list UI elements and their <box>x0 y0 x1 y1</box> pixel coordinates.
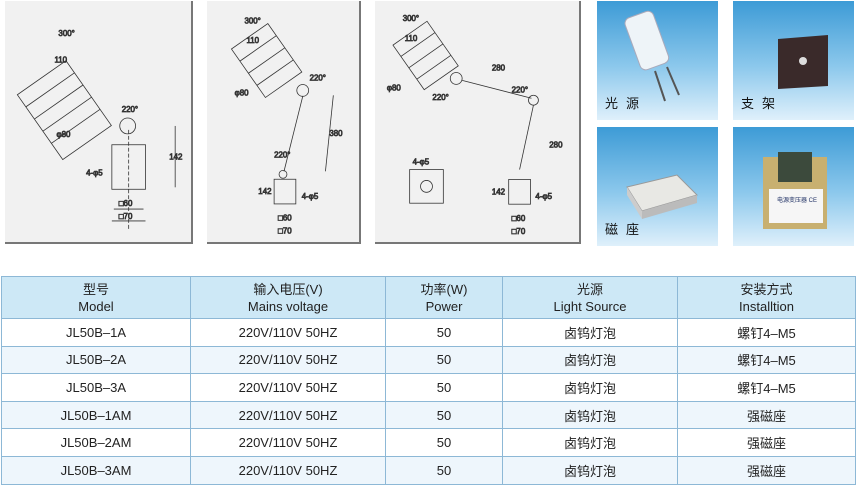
photo-transformer: 电源变压器 CE <box>733 127 854 246</box>
table-cell: 220V/110V 50HZ <box>190 318 386 347</box>
dim-label: □60 <box>278 214 292 223</box>
header-en: Power <box>425 298 463 314</box>
header-cn: 输入电压(V) <box>253 281 323 297</box>
drawing-jl50b-3a: 300° 110 φ80 280 220° 220° 280 142 4-φ5 … <box>375 1 581 244</box>
table-cell: 卤钨灯泡 <box>502 400 678 430</box>
dim-label: □60 <box>119 199 133 208</box>
column-header: 输入电压(V)Mains voltage <box>190 276 386 319</box>
dim-label: 4-φ5 <box>535 192 552 201</box>
dim-label: 110 <box>54 56 67 65</box>
dim-label: □70 <box>512 227 526 236</box>
photo-light-source: 光源 <box>597 1 718 120</box>
header-cn: 光源 <box>576 281 603 297</box>
table-cell: 强磁座 <box>677 400 856 430</box>
drawing-jl50b-1a: 300° 110 φ80 220° 142 4-φ5 □60 □70 <box>5 1 193 244</box>
dim-label: 4-φ5 <box>302 192 319 201</box>
table-cell: 卤钨灯泡 <box>502 455 678 485</box>
dim-label: 280 <box>549 141 563 150</box>
table-cell: 50 <box>385 318 503 347</box>
dim-label: 142 <box>169 153 182 162</box>
table-cell: 220V/110V 50HZ <box>190 455 386 485</box>
header-cn: 功率(W) <box>420 281 468 297</box>
table-cell: 50 <box>385 455 503 485</box>
transformer-icon <box>763 152 827 229</box>
table-cell: JL50B–3A <box>1 373 191 402</box>
table-cell: JL50B–3AM <box>1 455 191 485</box>
dim-label: 220° <box>432 93 448 102</box>
table-cell: 卤钨灯泡 <box>502 318 678 347</box>
transformer-label: 电源变压器 CE <box>777 198 818 204</box>
dim-label: 110 <box>405 34 418 43</box>
dim-label: φ80 <box>56 130 71 139</box>
table-cell: 220V/110V 50HZ <box>190 400 386 430</box>
table-cell: 螺钉4–M5 <box>677 373 856 402</box>
header-en: Model <box>78 298 114 314</box>
dim-label: □60 <box>512 214 526 223</box>
dim-label: 300° <box>58 29 74 38</box>
dim-label: 4-φ5 <box>86 168 103 177</box>
dim-label: 300° <box>403 14 419 23</box>
table-cell: 220V/110V 50HZ <box>190 373 386 402</box>
header-en: Light Source <box>553 298 627 314</box>
dim-label: 142 <box>258 187 271 196</box>
table-cell: 强磁座 <box>677 455 856 485</box>
bracket-icon <box>778 35 828 89</box>
table-cell: JL50B–1AM <box>1 400 191 430</box>
dim-label: φ80 <box>235 88 249 97</box>
dim-label: 220° <box>274 151 290 160</box>
drawing-jl50b-2a: 300° 110 φ80 220° 380 220° 142 4-φ5 □60 … <box>207 1 361 244</box>
photo-magnetic-base: 磁座 <box>597 127 718 246</box>
magnetic-base-icon <box>626 174 698 219</box>
dim-label: 220° <box>512 85 528 94</box>
halogen-bulb-icon <box>624 10 680 102</box>
table-cell: 卤钨灯泡 <box>502 345 678 375</box>
table-cell: 强磁座 <box>677 428 856 457</box>
dim-label: □70 <box>278 227 292 236</box>
column-header: 功率(W)Power <box>385 276 503 319</box>
dim-label: 220° <box>310 74 326 83</box>
table-cell: 50 <box>385 373 503 402</box>
photo-label: 磁座 <box>605 222 648 237</box>
dim-label: 4-φ5 <box>413 158 430 167</box>
table-cell: 卤钨灯泡 <box>502 373 678 402</box>
dim-label: 280 <box>492 63 506 72</box>
photo-label: 光源 <box>605 96 648 111</box>
header-en: Installtion <box>739 298 794 314</box>
table-cell: JL50B–1A <box>1 318 191 347</box>
header-cn: 型号 <box>82 281 109 297</box>
table-cell: 50 <box>385 400 503 430</box>
dim-label: φ80 <box>387 83 402 92</box>
header-en: Mains voltage <box>247 298 329 314</box>
table-cell: 50 <box>385 428 503 457</box>
dim-label: 110 <box>246 36 259 45</box>
table-cell: 螺钉4–M5 <box>677 345 856 375</box>
table-cell: JL50B–2AM <box>1 428 191 457</box>
dim-label: 380 <box>329 129 343 138</box>
dim-label: 142 <box>492 187 505 196</box>
dim-label: □70 <box>119 212 133 221</box>
table-cell: 220V/110V 50HZ <box>190 345 386 375</box>
photo-bracket: 支架 <box>733 1 854 120</box>
table-cell: 螺钉4–M5 <box>677 318 856 347</box>
dim-label: 220° <box>122 105 138 114</box>
table-cell: JL50B–2A <box>1 345 191 375</box>
dim-label: 300° <box>245 16 261 25</box>
table-cell: 50 <box>385 345 503 375</box>
photo-label: 支架 <box>741 96 784 111</box>
table-cell: 220V/110V 50HZ <box>190 428 386 457</box>
table-cell: 卤钨灯泡 <box>502 428 678 457</box>
header-cn: 安装方式 <box>740 281 793 297</box>
